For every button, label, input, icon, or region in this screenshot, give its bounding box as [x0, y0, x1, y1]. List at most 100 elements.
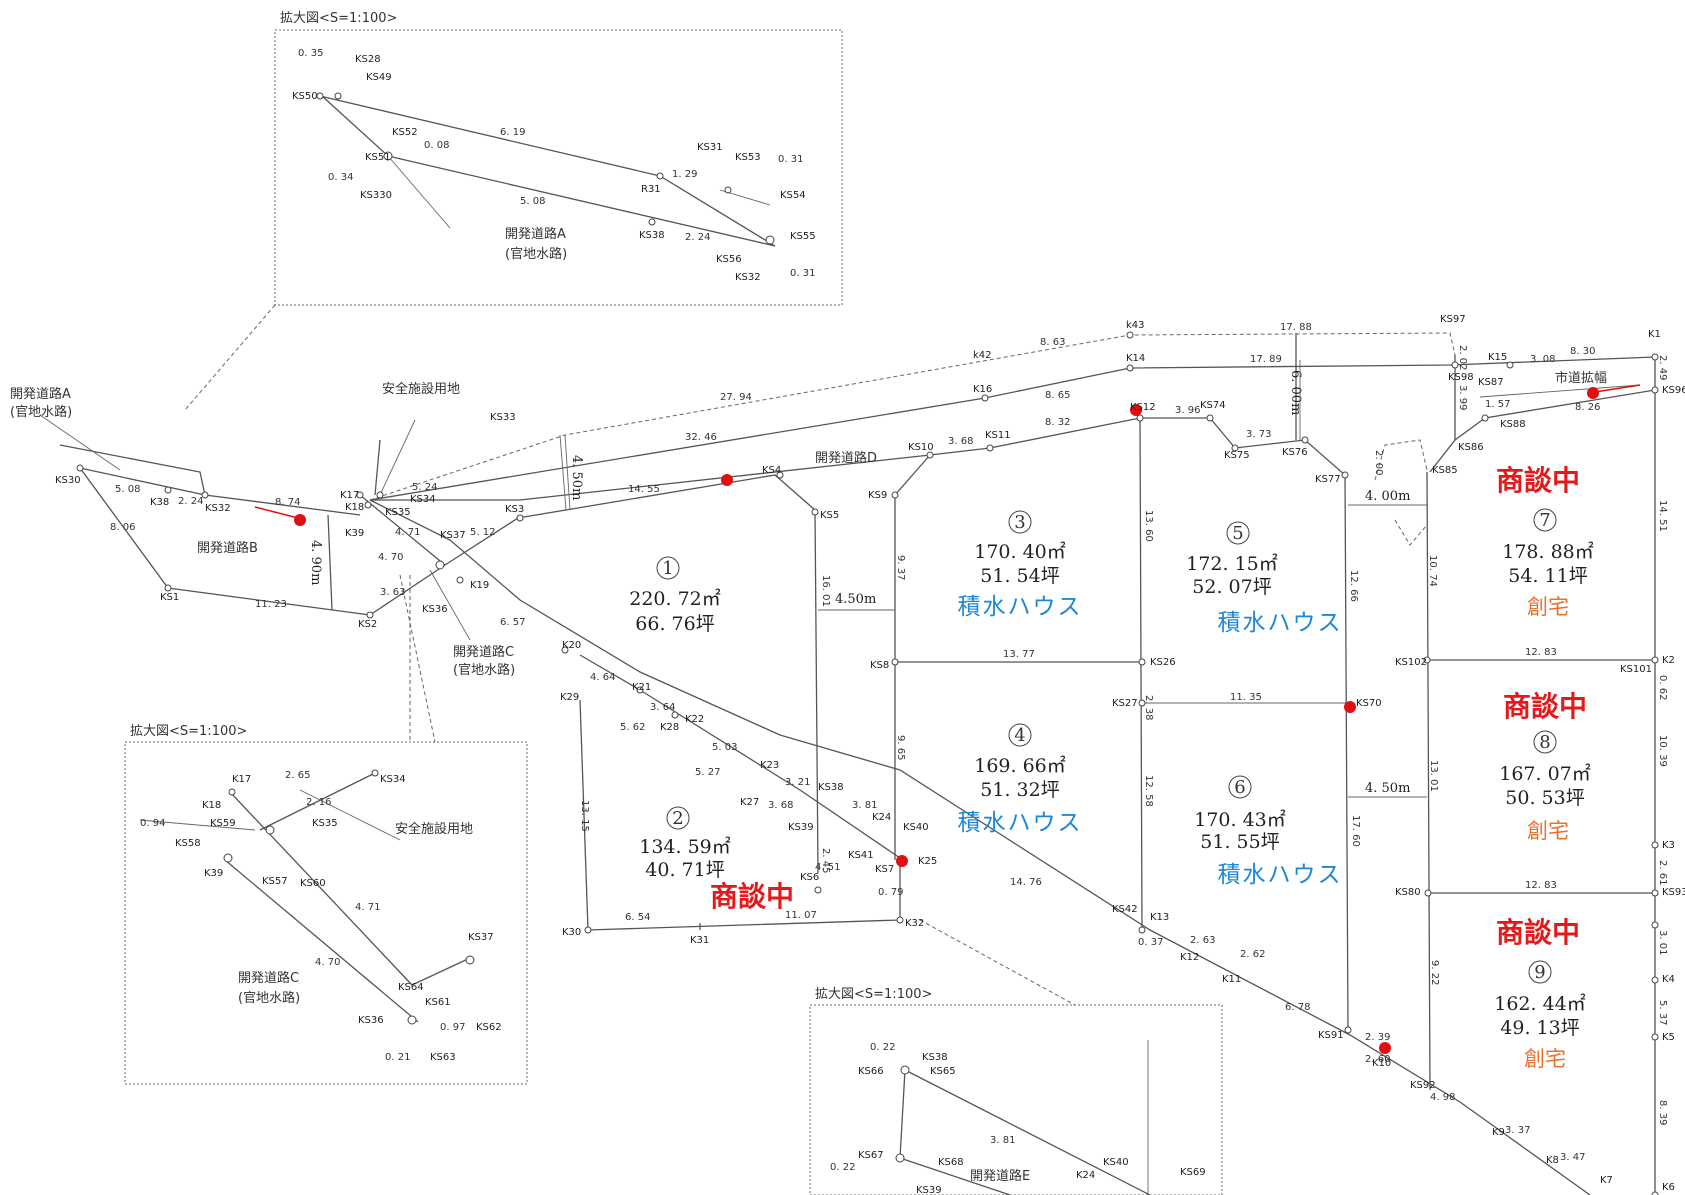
svg-text:3. 73: 3. 73 [1246, 429, 1271, 440]
plan-lines [39, 332, 1656, 1195]
svg-text:1. 29: 1. 29 [672, 169, 697, 180]
svg-text:14. 55: 14. 55 [628, 484, 660, 495]
svg-text:KS91: KS91 [1318, 1030, 1344, 1041]
svg-text:2. 45: 2. 45 [820, 848, 831, 873]
road-a-label: 開発道路A [10, 386, 71, 402]
svg-text:KS11: KS11 [985, 430, 1011, 441]
svg-text:0. 22: 0. 22 [830, 1162, 855, 1173]
lot-6: 6 170. 43㎡ 51. 55坪 積水ハウス [1194, 775, 1341, 888]
svg-text:4. 71: 4. 71 [355, 902, 380, 913]
svg-text:KS2: KS2 [358, 619, 377, 630]
svg-text:KS36: KS36 [422, 604, 448, 615]
lot-5-number: 5 [1232, 523, 1243, 544]
svg-text:K4: K4 [1662, 974, 1675, 985]
svg-text:K39: K39 [204, 868, 223, 879]
svg-text:K17: K17 [340, 490, 359, 501]
svg-text:KS96: KS96 [1662, 385, 1685, 396]
svg-text:KS70: KS70 [1356, 698, 1382, 709]
svg-text:0. 97: 0. 97 [440, 1022, 465, 1033]
svg-text:KS37: KS37 [440, 530, 466, 541]
svg-text:KS56: KS56 [716, 254, 742, 265]
svg-text:KS85: KS85 [1432, 465, 1458, 476]
width-400: 4. 00m [1365, 489, 1410, 504]
lot-9-area-m2: 162. 44㎡ [1494, 992, 1586, 1015]
svg-text:2. 49: 2. 49 [1657, 355, 1668, 380]
svg-text:KS28: KS28 [355, 54, 381, 65]
svg-text:3. 21: 3. 21 [785, 777, 810, 788]
svg-text:0. 08: 0. 08 [424, 140, 449, 151]
svg-text:K1: K1 [1648, 329, 1661, 340]
lot-2: 2 134. 59㎡ 40. 71坪 商談中 [639, 806, 794, 913]
svg-text:KS63: KS63 [430, 1052, 456, 1063]
svg-text:KS80: KS80 [1395, 887, 1421, 898]
lot-4: 4 169. 66㎡ 51. 32坪 積水ハウス [958, 723, 1081, 836]
svg-text:KS10: KS10 [908, 442, 934, 453]
lot-6-area-m2: 170. 43㎡ [1194, 808, 1286, 831]
svg-text:4. 64: 4. 64 [590, 672, 615, 683]
red-markers [254, 384, 1641, 1054]
lot-8-status: 商談中 [1503, 690, 1587, 723]
svg-text:6. 78: 6. 78 [1285, 1002, 1310, 1013]
lot-8-builder: 創宅 [1527, 819, 1569, 843]
lot-8-number: 8 [1539, 732, 1550, 753]
zoom-c-road-sub: (官地水路) [238, 990, 300, 1006]
svg-text:K25: K25 [918, 856, 937, 867]
city-road-label: 市道拡幅 [1555, 370, 1607, 386]
svg-text:3. 63: 3. 63 [380, 587, 405, 598]
road-a-sub: (官地水路) [10, 404, 72, 420]
svg-text:KS76: KS76 [1282, 447, 1308, 458]
svg-text:0. 34: 0. 34 [328, 172, 353, 183]
svg-text:KS35: KS35 [312, 818, 338, 829]
svg-text:KS52: KS52 [392, 127, 418, 138]
svg-text:10. 74: 10. 74 [1427, 555, 1438, 587]
svg-text:K18: K18 [202, 800, 221, 811]
svg-text:12. 83: 12. 83 [1525, 647, 1557, 658]
svg-text:11. 23: 11. 23 [255, 599, 287, 610]
svg-text:KS12: KS12 [1130, 402, 1156, 413]
lot-6-area-tsubo: 51. 55坪 [1200, 831, 1279, 853]
svg-text:17. 60: 17. 60 [1350, 815, 1361, 847]
svg-text:KS101: KS101 [1620, 664, 1652, 675]
svg-text:KS49: KS49 [366, 72, 392, 83]
lot-7-builder: 創宅 [1527, 595, 1569, 619]
svg-text:0. 62: 0. 62 [1657, 675, 1668, 700]
svg-text:5. 24: 5. 24 [412, 482, 437, 493]
survey-points [76, 331, 1659, 1195]
svg-text:KS68: KS68 [938, 1157, 964, 1168]
svg-text:8. 32: 8. 32 [1045, 417, 1070, 428]
svg-text:K28: K28 [660, 722, 679, 733]
svg-text:6. 57: 6. 57 [500, 617, 525, 628]
svg-text:13. 77: 13. 77 [1003, 649, 1035, 660]
lot-4-area-tsubo: 51. 32坪 [980, 779, 1059, 801]
svg-text:KS7: KS7 [875, 864, 894, 875]
svg-text:KS40: KS40 [903, 822, 929, 833]
svg-text:3. 01: 3. 01 [1657, 930, 1668, 955]
svg-text:17. 89: 17. 89 [1250, 354, 1282, 365]
svg-text:KS69: KS69 [1180, 1167, 1206, 1178]
svg-text:KS32: KS32 [735, 272, 761, 283]
svg-text:16. 01: 16. 01 [820, 575, 831, 607]
safety-land-label: 安全施設用地 [382, 381, 460, 397]
svg-text:5. 62: 5. 62 [620, 722, 645, 733]
svg-text:KS4: KS4 [762, 465, 781, 476]
svg-text:2. 61: 2. 61 [1657, 860, 1668, 885]
width-600: 6. 00m [1288, 370, 1303, 415]
road-c-label: 開発道路C [453, 644, 514, 660]
zoom-a-road-sub: (官地水路) [505, 246, 567, 262]
svg-text:K2: K2 [1662, 655, 1675, 666]
svg-text:KS38: KS38 [639, 230, 665, 241]
road-b-label: 開発道路B [197, 540, 258, 556]
svg-text:12. 83: 12. 83 [1525, 880, 1557, 891]
lot-3-area-m2: 170. 40㎡ [974, 540, 1066, 563]
svg-text:K6: K6 [1662, 1182, 1675, 1193]
svg-text:KS26: KS26 [1150, 657, 1176, 668]
svg-text:1. 57: 1. 57 [1485, 399, 1510, 410]
svg-text:KS102: KS102 [1395, 657, 1427, 668]
svg-text:KS53: KS53 [735, 152, 761, 163]
svg-text:KS88: KS88 [1500, 419, 1526, 430]
svg-text:KS97: KS97 [1440, 314, 1466, 325]
lot-8-area-tsubo: 50. 53坪 [1505, 787, 1584, 809]
svg-text:2. 02: 2. 02 [1457, 345, 1468, 370]
svg-text:2. 65: 2. 65 [285, 770, 310, 781]
